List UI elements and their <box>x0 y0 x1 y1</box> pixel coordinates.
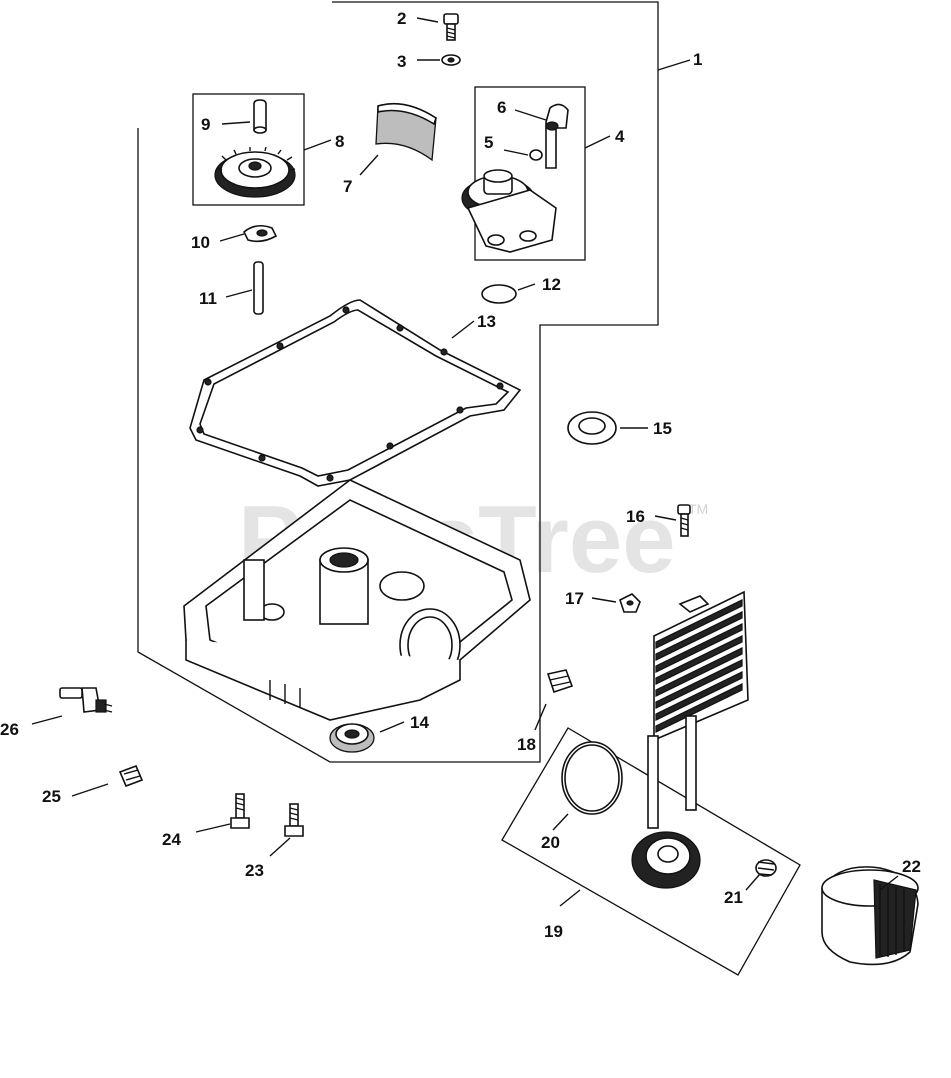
callout-8[interactable]: 8 <box>335 132 344 151</box>
callout-22[interactable]: 22 <box>902 857 921 876</box>
shaft-part-11[interactable] <box>253 261 264 315</box>
callout-9[interactable]: 9 <box>201 115 210 134</box>
oil-cooler-part-19[interactable] <box>631 590 749 889</box>
gasket-part-13[interactable] <box>189 299 522 487</box>
o-ring-part-5[interactable] <box>529 149 543 161</box>
adapter-part-21[interactable] <box>755 859 777 877</box>
callout-19[interactable]: 19 <box>544 922 563 941</box>
callout-1[interactable]: 1 <box>693 50 702 69</box>
callout-6[interactable]: 6 <box>497 98 506 117</box>
seal-ring-part-15[interactable] <box>567 411 617 445</box>
callout-16[interactable]: 16 <box>626 507 645 526</box>
callout-7[interactable]: 7 <box>343 177 352 196</box>
washer-part-3[interactable] <box>441 54 461 66</box>
oil-seal-part-14[interactable] <box>329 723 375 753</box>
assembly-frame-oil-cooler <box>501 727 801 976</box>
pipe-plug-part-18[interactable] <box>546 669 574 694</box>
callout-17[interactable]: 17 <box>565 589 584 608</box>
thrust-washer-part-10[interactable] <box>243 224 278 243</box>
callout-14[interactable]: 14 <box>410 713 429 732</box>
callout-2[interactable]: 2 <box>397 9 406 28</box>
callout-11[interactable]: 11 <box>199 289 217 308</box>
callout-10[interactable]: 10 <box>191 233 210 252</box>
callout-26[interactable]: 26 <box>0 720 19 739</box>
bearing-shell-part-7[interactable] <box>375 102 437 162</box>
assembly-frame-oil-pump <box>474 86 586 261</box>
callout-12[interactable]: 12 <box>542 275 561 294</box>
callout-15[interactable]: 15 <box>653 419 672 438</box>
leader-lines <box>31 17 899 907</box>
callout-4[interactable]: 4 <box>615 127 625 146</box>
callout-23[interactable]: 23 <box>245 861 264 880</box>
callout-25[interactable]: 25 <box>42 787 61 806</box>
callout-18[interactable]: 18 <box>517 735 536 754</box>
oil-pan[interactable] <box>183 479 531 721</box>
callout-labels: 1 2 3 4 5 6 7 8 9 10 11 12 13 14 15 16 1… <box>0 9 921 941</box>
oil-pump-part-4[interactable] <box>461 169 557 253</box>
pickup-tube-part-6[interactable] <box>545 103 569 169</box>
callout-13[interactable]: 13 <box>477 312 496 331</box>
bolt-part-24[interactable] <box>230 793 250 829</box>
callout-20[interactable]: 20 <box>541 833 560 852</box>
governor-gear-part-8[interactable] <box>214 146 296 198</box>
bolt-part-23[interactable] <box>284 803 304 837</box>
oil-filter-part-22[interactable] <box>821 866 919 966</box>
callout-3[interactable]: 3 <box>397 52 406 71</box>
assembly-frame-oil-pan <box>137 1 659 763</box>
pin-part-9[interactable] <box>253 99 267 134</box>
callout-5[interactable]: 5 <box>484 133 493 152</box>
nut-part-17[interactable] <box>619 593 641 613</box>
callout-24[interactable]: 24 <box>162 830 181 849</box>
watermark-trademark: TM <box>688 501 708 517</box>
o-ring-part-12[interactable] <box>481 284 517 304</box>
pipe-plug-part-25[interactable] <box>118 764 144 788</box>
o-ring-part-20[interactable] <box>561 741 623 815</box>
screw-part-2[interactable] <box>443 13 459 41</box>
oil-pressure-switch-part-26[interactable] <box>59 687 113 713</box>
callout-21[interactable]: 21 <box>724 888 743 907</box>
bolt-part-16[interactable] <box>677 504 691 537</box>
